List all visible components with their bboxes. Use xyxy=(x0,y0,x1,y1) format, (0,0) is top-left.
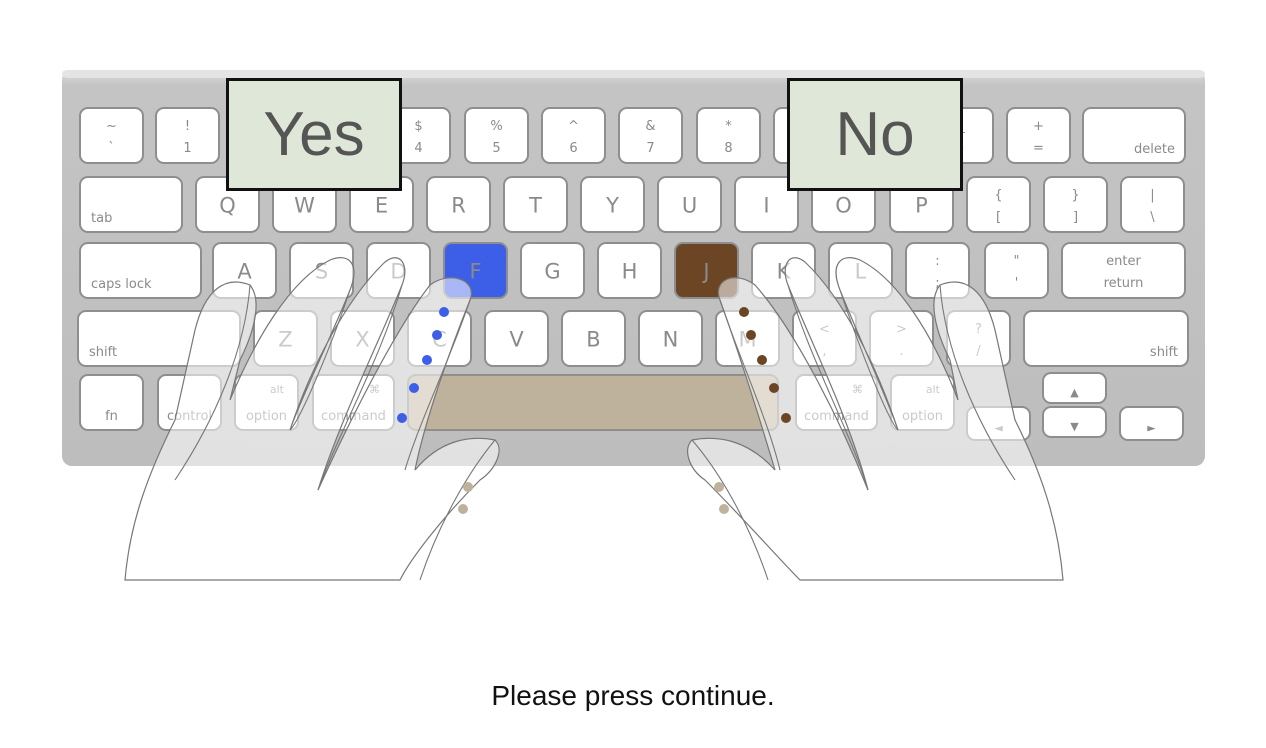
no-choice-box: No xyxy=(787,78,963,191)
key-6 xyxy=(541,107,606,164)
key-bottom-char: 6 xyxy=(569,141,577,156)
key-char: N xyxy=(663,328,679,352)
key-modifier-label: tab xyxy=(91,211,112,226)
yes-choice-label: Yes xyxy=(263,100,365,169)
key-top-char: $ xyxy=(414,119,422,134)
key-b xyxy=(561,310,626,367)
key-bottom-char: ` xyxy=(108,141,115,156)
key-h xyxy=(597,242,662,299)
key-top-char: { xyxy=(994,188,1002,203)
no-choice-label: No xyxy=(835,100,915,169)
key-top-char: ^ xyxy=(568,119,579,134)
key-char: V xyxy=(509,328,524,352)
key-char: E xyxy=(375,194,388,218)
key-- xyxy=(1006,107,1071,164)
key-char: P xyxy=(915,194,928,218)
spacebar-key xyxy=(407,374,779,431)
key-top-char: ! xyxy=(185,119,190,134)
key-bottom-char: 4 xyxy=(414,141,422,156)
key-char: W xyxy=(294,194,315,218)
key-- xyxy=(1043,176,1108,233)
key-tab xyxy=(79,176,183,233)
key-v xyxy=(484,310,549,367)
yes-choice-box: Yes xyxy=(226,78,402,191)
key-top-char: & xyxy=(645,119,655,134)
key-- xyxy=(1042,372,1107,404)
key-i xyxy=(734,176,799,233)
key-bottom-char: 1 xyxy=(183,141,191,156)
key-bottom-char: = xyxy=(1033,141,1044,156)
key-fn xyxy=(79,374,144,431)
key-- xyxy=(1042,406,1107,438)
key-t xyxy=(503,176,568,233)
key-bottom-char: 8 xyxy=(724,141,732,156)
key-char: I xyxy=(763,194,769,218)
key-r xyxy=(426,176,491,233)
key-char: Y xyxy=(605,194,619,218)
key-caps-lock xyxy=(79,242,202,299)
key-delete xyxy=(1082,107,1186,164)
key-8 xyxy=(696,107,761,164)
key-bottom-char: ' xyxy=(1015,276,1019,291)
key-top-char: } xyxy=(1071,188,1079,203)
key-return xyxy=(1061,242,1186,299)
key-char: A xyxy=(237,260,252,284)
key-shift xyxy=(1023,310,1189,367)
key-bottom-char: 7 xyxy=(646,141,654,156)
key-top-char: % xyxy=(490,119,502,134)
key-char: ▲ xyxy=(1070,386,1079,399)
key-char: G xyxy=(544,260,560,284)
key-bottom-char: ] xyxy=(1073,210,1078,225)
key-y xyxy=(580,176,645,233)
key-- xyxy=(79,107,144,164)
key-bottom-char: [ xyxy=(996,210,1001,225)
key-bottom-char: return xyxy=(1104,276,1144,291)
key-n xyxy=(638,310,703,367)
key-top-char: : xyxy=(935,254,939,269)
key-top-char: + xyxy=(1033,119,1044,134)
key-bottom-char: 5 xyxy=(492,141,500,156)
key-char: H xyxy=(622,260,638,284)
key-modifier-label: caps lock xyxy=(91,277,152,292)
key-7 xyxy=(618,107,683,164)
key-top-char: | xyxy=(1150,188,1154,203)
key-top-char: ~ xyxy=(106,119,117,134)
key-char: B xyxy=(586,328,600,352)
key-- xyxy=(984,242,1049,299)
key-g xyxy=(520,242,585,299)
key-bottom-char: \ xyxy=(1150,210,1155,225)
key-char: T xyxy=(528,194,542,218)
key-top-char: * xyxy=(725,119,732,134)
key-top-char: enter xyxy=(1106,254,1141,269)
key-char: U xyxy=(682,194,697,218)
key-- xyxy=(1119,406,1184,441)
key-char: R xyxy=(451,194,466,218)
instruction-text: Please press continue. xyxy=(491,680,775,711)
left-hand-illustration xyxy=(124,257,500,581)
key-- xyxy=(966,176,1031,233)
key-top-char: " xyxy=(1014,254,1020,269)
key-char: F xyxy=(469,260,481,284)
key-modifier-label: delete xyxy=(1134,142,1175,157)
key-char: J xyxy=(701,260,709,284)
key-1 xyxy=(155,107,220,164)
key-u xyxy=(657,176,722,233)
right-hand-illustration xyxy=(687,257,1064,581)
key-modifier-label: shift xyxy=(89,345,117,360)
key-char: O xyxy=(835,194,852,218)
key-char: Q xyxy=(219,194,236,218)
key-bottom-char: ; xyxy=(935,276,939,291)
key-- xyxy=(1120,176,1185,233)
key-char: ► xyxy=(1147,422,1156,435)
key-5 xyxy=(464,107,529,164)
key-modifier-label: shift xyxy=(1150,345,1178,360)
key-char: ▼ xyxy=(1070,420,1079,433)
key-modifier-label: fn xyxy=(105,409,118,424)
